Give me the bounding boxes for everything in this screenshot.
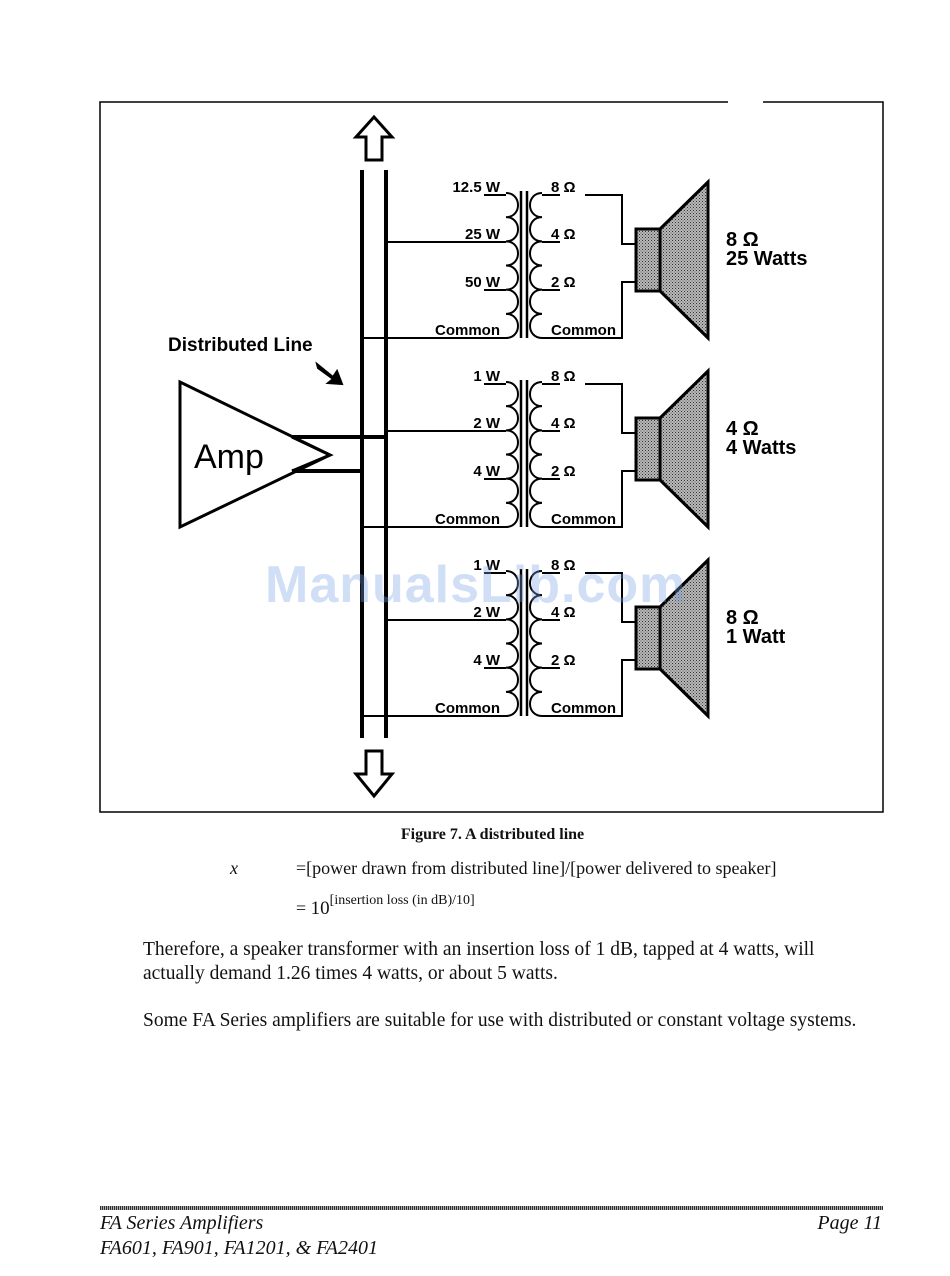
primary-coil [505, 192, 519, 339]
secondary-coil [529, 381, 543, 528]
secondary-tap-label: 8 Ω [551, 557, 576, 574]
secondary-tap-label: 4 Ω [551, 226, 576, 243]
primary-tap-label: Common [435, 700, 500, 717]
amp-label: Amp [194, 438, 264, 476]
primary-coil [505, 570, 519, 717]
primary-tap-label: 2 W [473, 604, 501, 621]
secondary-tap-label: 2 Ω [551, 652, 576, 669]
footer-page-number: Page 11 [817, 1212, 882, 1234]
secondary-tap-label: 8 Ω [551, 179, 576, 196]
primary-tap-label: 1 W [473, 557, 501, 574]
paragraph-suitability: Some FA Series amplifiers are suitable f… [143, 1010, 857, 1031]
speaker-magnet-icon [634, 605, 662, 671]
pointer-arrow-icon [315, 361, 344, 386]
speaker-power-label: 1 Watt [726, 626, 786, 648]
speaker-magnet-icon [634, 416, 662, 482]
distributed-line-label: Distributed Line [168, 335, 313, 356]
amp-output-inner [291, 435, 334, 473]
speaker-wire-bottom [542, 470, 636, 528]
primary-tap-label: 4 W [473, 652, 501, 669]
speaker-wire-bottom [542, 281, 636, 339]
equation-base: 10 [310, 898, 330, 919]
equation-exponent: [insertion loss (in dB)/10] [329, 893, 475, 908]
paragraph-insertion-loss: Therefore, a speaker transformer with an… [143, 939, 815, 984]
footer-rule [100, 1206, 883, 1210]
primary-tap-label: 1 W [473, 368, 501, 385]
speaker-wire-top [585, 572, 636, 623]
up-arrow-icon [352, 114, 396, 162]
equation-variable: x [230, 858, 238, 878]
speaker-impedance-label: 4 Ω [726, 418, 759, 440]
speaker-magnet-icon [634, 227, 662, 293]
secondary-coil [529, 570, 543, 717]
secondary-tap-label: Common [551, 511, 616, 528]
secondary-tap-label: 4 Ω [551, 415, 576, 432]
primary-coil [505, 381, 519, 528]
primary-tap-label: 2 W [473, 415, 501, 432]
down-arrow-icon [352, 749, 396, 799]
footer-series-title: FA Series Amplifiers [100, 1212, 264, 1234]
footer-models: FA601, FA901, FA1201, & FA2401 [100, 1237, 378, 1259]
secondary-coil [529, 192, 543, 339]
speaker-impedance-label: 8 Ω [726, 229, 759, 251]
speaker-power-label: 4 Watts [726, 437, 796, 459]
primary-tap-label: 50 W [465, 274, 501, 291]
primary-tap-label: 25 W [465, 226, 501, 243]
watermark: ManualsLib.com [265, 556, 687, 614]
primary-tap-label: Common [435, 511, 500, 528]
speaker-impedance-label: 8 Ω [726, 607, 759, 629]
secondary-tap-label: 2 Ω [551, 463, 576, 480]
equation-line-1: =[power drawn from distributed line]/[po… [296, 858, 777, 878]
figure-frame [99, 101, 884, 813]
equation-line-2: = 10[insertion loss (in dB)/10] [296, 893, 475, 920]
secondary-tap-label: 2 Ω [551, 274, 576, 291]
distributed-line-figure: Distributed Line Amp 12.5 W 25 W 50 W Commo… [99, 101, 884, 813]
secondary-tap-label: 8 Ω [551, 368, 576, 385]
speaker-cone-icon [658, 556, 710, 720]
primary-tap-label: Common [435, 322, 500, 339]
primary-tap-label: 4 W [473, 463, 501, 480]
secondary-tap-label: 4 Ω [551, 604, 576, 621]
speaker-wire-top [585, 383, 636, 434]
speaker-wire-top [585, 194, 636, 245]
primary-tap-label: 12.5 W [452, 179, 500, 196]
figure-caption: Figure 7. A distributed line [400, 826, 585, 843]
amp-triangle [178, 379, 334, 530]
footer-left: FA Series Amplifiers FA601, FA901, FA120… [100, 1211, 378, 1261]
speaker-cone-icon [658, 367, 710, 531]
secondary-tap-label: Common [551, 322, 616, 339]
speaker-power-label: 25 Watts [726, 248, 808, 270]
speaker-wire-bottom [542, 659, 636, 717]
speaker-cone-icon [658, 178, 710, 342]
equation-prefix: = [296, 898, 311, 918]
secondary-tap-label: Common [551, 700, 616, 717]
